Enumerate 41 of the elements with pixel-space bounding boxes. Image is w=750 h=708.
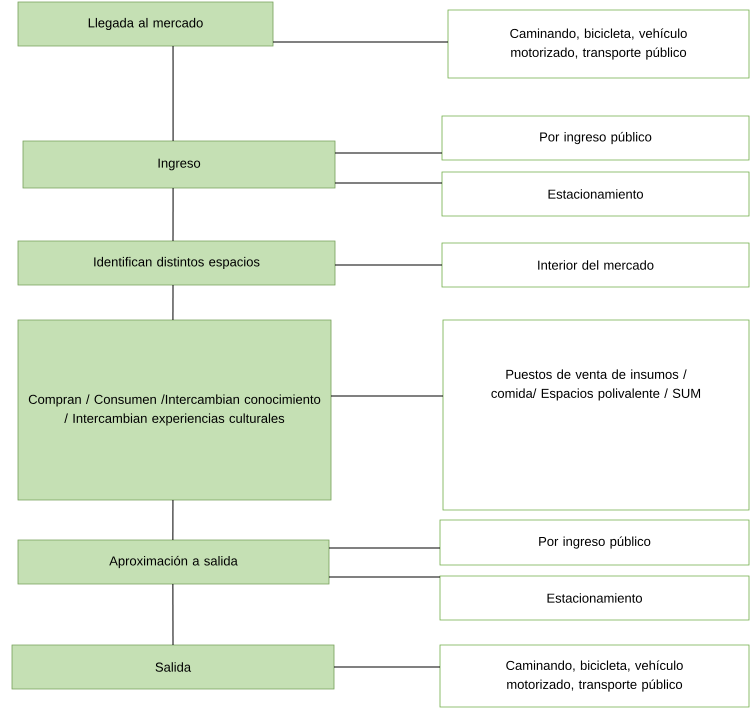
connector-line [328,576,440,578]
node-label: Llegada al mercado [88,18,203,30]
node-label: Puestos de venta de insumos / comida/ Espacios polivalente / SUM [491,369,700,401]
step-box [18,320,332,500]
node-label: Identifican distintos espacios [94,256,260,270]
node-label: Interior del mercado [538,260,654,270]
node-label: Estacionamiento [548,189,643,199]
info-box [440,520,750,566]
connector-line [172,46,174,142]
node-label: Salida [156,662,192,672]
info-box [442,116,750,160]
info-box [440,576,750,620]
node-label: Aproximación a salida [109,556,238,568]
node-label: Estacionamiento [548,593,642,603]
connector-line [172,284,174,320]
step-box [18,2,274,46]
node-label: Caminando, bicicleta, vehículo motorizado, transporte público [506,660,683,692]
connector-line [334,182,442,184]
step-box [18,240,336,286]
node-label: Ingreso [158,158,200,170]
connector-line [172,187,174,242]
node-label: Compran / Consumen /Intercambian conocimiento / Intercambian experiencias culturales [28,394,320,426]
connector-line [334,264,442,266]
step-box [22,140,336,188]
node-label: Por ingreso público [539,536,650,549]
step-box [12,644,334,690]
connector-line [330,395,444,396]
step-box [18,540,330,584]
info-box [448,10,750,78]
connector-line [272,41,448,42]
node-label: Caminando, bicicleta, vehículo motorizado, transporte público [510,28,687,60]
connector-line [334,152,442,154]
connector-line [172,499,174,540]
info-box [442,320,750,510]
node-label: Por ingreso público [540,132,652,144]
connector-line [334,666,440,668]
info-box [442,242,750,288]
connector-line [328,547,440,548]
connector-line [172,583,174,646]
info-box [442,172,750,216]
info-box [440,644,750,708]
